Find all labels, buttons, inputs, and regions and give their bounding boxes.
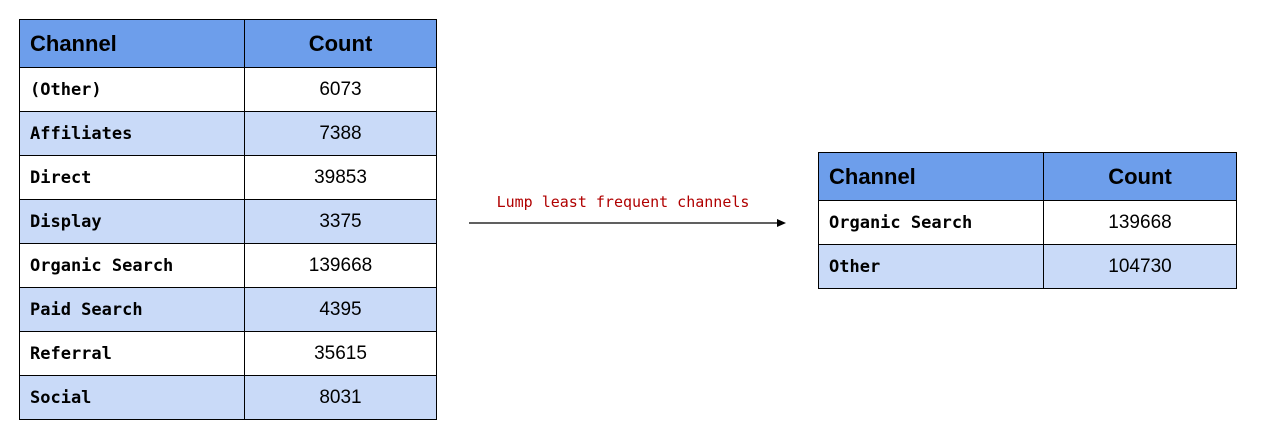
count-cell: 7388 bbox=[244, 111, 437, 156]
count-cell: 139668 bbox=[244, 243, 437, 288]
column-header-count: Count bbox=[1043, 152, 1237, 201]
table-row: Organic Search 139668 bbox=[818, 200, 1237, 245]
right-arrow-icon bbox=[469, 219, 786, 227]
column-header-channel: Channel bbox=[818, 152, 1044, 201]
channel-cell: Display bbox=[19, 199, 245, 244]
channel-cell: Paid Search bbox=[19, 287, 245, 332]
channel-cell: Organic Search bbox=[818, 200, 1044, 245]
count-cell: 4395 bbox=[244, 287, 437, 332]
count-cell: 139668 bbox=[1043, 200, 1237, 245]
header-row: Channel Count bbox=[19, 19, 437, 68]
table-row: Social 8031 bbox=[19, 375, 437, 420]
channel-cell: Social bbox=[19, 375, 245, 420]
channel-cell: Direct bbox=[19, 155, 245, 200]
count-cell: 3375 bbox=[244, 199, 437, 244]
table-row: Organic Search 139668 bbox=[19, 243, 437, 288]
channel-cell: Organic Search bbox=[19, 243, 245, 288]
table-row: Display 3375 bbox=[19, 199, 437, 244]
table-row: Paid Search 4395 bbox=[19, 287, 437, 332]
table-row: Direct 39853 bbox=[19, 155, 437, 200]
table-row: Affiliates 7388 bbox=[19, 111, 437, 156]
table-row: Referral 35615 bbox=[19, 331, 437, 376]
channel-cell: Referral bbox=[19, 331, 245, 376]
column-header-count: Count bbox=[244, 19, 437, 68]
channel-cell: Other bbox=[818, 244, 1044, 289]
channel-cell: Affiliates bbox=[19, 111, 245, 156]
table-row: Other 104730 bbox=[818, 244, 1237, 289]
count-cell: 104730 bbox=[1043, 244, 1237, 289]
count-cell: 35615 bbox=[244, 331, 437, 376]
count-cell: 39853 bbox=[244, 155, 437, 200]
table-row: (Other) 6073 bbox=[19, 67, 437, 112]
count-cell: 6073 bbox=[244, 67, 437, 112]
channel-cell: (Other) bbox=[19, 67, 245, 112]
arrow-label: Lump least frequent channels bbox=[496, 193, 750, 211]
column-header-channel: Channel bbox=[19, 19, 245, 68]
header-row: Channel Count bbox=[818, 152, 1237, 201]
count-cell: 8031 bbox=[244, 375, 437, 420]
result-table: Channel Count Organic Search 139668 Othe… bbox=[818, 152, 1237, 289]
source-table: Channel Count (Other) 6073 Affiliates 73… bbox=[19, 19, 437, 420]
